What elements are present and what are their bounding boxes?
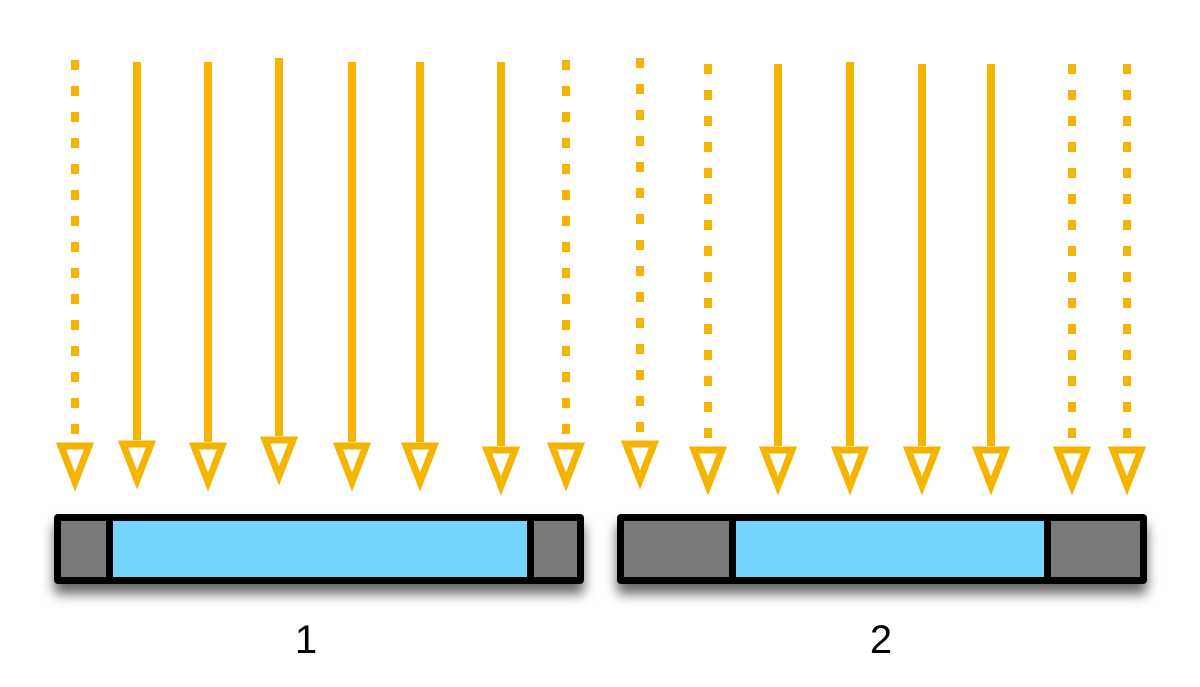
solid-arrow bbox=[971, 64, 1011, 496]
arrow-head bbox=[1052, 446, 1092, 496]
dashed-arrow bbox=[620, 58, 660, 490]
solid-arrow bbox=[830, 62, 870, 496]
dashed-arrow bbox=[1052, 64, 1092, 496]
solid-arrow bbox=[400, 62, 440, 492]
bar-right-cap bbox=[534, 521, 577, 577]
arrow-head bbox=[688, 446, 728, 496]
bar-body bbox=[736, 521, 1044, 577]
solid-arrow bbox=[758, 64, 798, 496]
bar-1-label: 1 bbox=[294, 618, 318, 662]
arrow-head bbox=[830, 446, 870, 496]
dashed-arrow bbox=[1107, 64, 1147, 496]
bar-body bbox=[113, 521, 527, 577]
bar-2-label: 2 bbox=[869, 618, 893, 662]
bar-1 bbox=[54, 514, 584, 584]
solid-arrow bbox=[332, 62, 372, 492]
bar-group bbox=[54, 514, 1147, 584]
arrow-head bbox=[332, 442, 372, 492]
arrow-head bbox=[400, 442, 440, 492]
arrow-head bbox=[188, 442, 228, 492]
arrow-head bbox=[481, 446, 521, 496]
arrow-head bbox=[117, 440, 157, 490]
solid-arrow bbox=[117, 62, 157, 490]
arrow-group bbox=[55, 58, 1147, 496]
arrow-head bbox=[620, 440, 660, 490]
solid-arrow bbox=[902, 64, 942, 496]
arrow-head bbox=[1107, 446, 1147, 496]
solid-arrow bbox=[188, 62, 228, 492]
arrow-head bbox=[971, 446, 1011, 496]
arrow-head bbox=[259, 436, 299, 486]
dashed-arrow bbox=[546, 60, 586, 492]
arrow-head bbox=[758, 446, 798, 496]
bar-2 bbox=[617, 514, 1147, 584]
dashed-arrow bbox=[55, 60, 95, 492]
bar-right-cap bbox=[1051, 521, 1140, 577]
arrow-head bbox=[902, 446, 942, 496]
dashed-arrow bbox=[688, 64, 728, 496]
bar-left-cap bbox=[61, 521, 106, 577]
arrow-head bbox=[546, 442, 586, 492]
solid-arrow bbox=[259, 58, 299, 486]
bar-left-cap bbox=[624, 521, 729, 577]
arrow-head bbox=[55, 442, 95, 492]
solid-arrow bbox=[481, 62, 521, 496]
